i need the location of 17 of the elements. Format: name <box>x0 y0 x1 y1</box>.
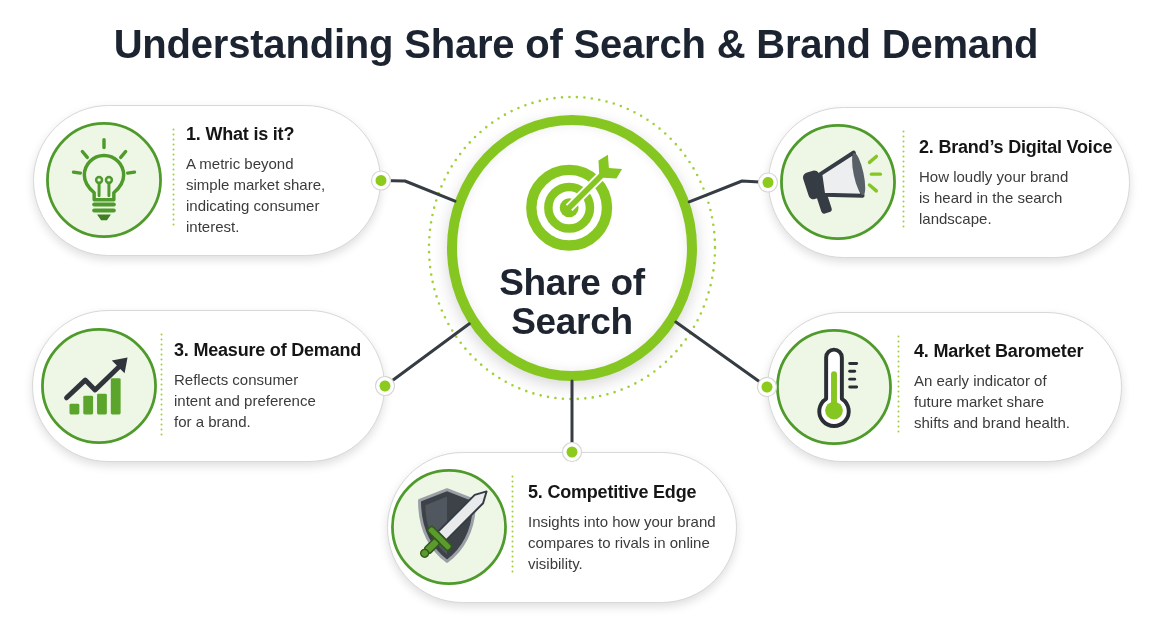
connector-line <box>374 322 471 397</box>
card-description: Insights into how your brand compares to rivals in online visibility. <box>528 511 717 574</box>
card-title: 5. Competitive Edge <box>528 480 697 503</box>
card-description: A metric beyond simple market share, indicating consumer interest. <box>186 154 327 237</box>
card-title: 4. Market Barometer <box>914 340 1084 362</box>
connector-line <box>561 379 583 463</box>
card-title: 3. Measure of Demand <box>174 339 362 361</box>
card-title: 2. Brand’s Digital Voice <box>919 135 1113 158</box>
hub-title: Share of Search <box>498 263 646 341</box>
connector-line <box>687 172 779 204</box>
page-title: Understanding Share of Search & Brand Demand <box>113 21 1039 68</box>
connector-line <box>370 170 457 203</box>
card-description: An early indicator of future market share shifts and brand health. <box>914 371 1071 433</box>
card-description: How loudly your brand is heard in the search landscape. <box>919 166 1070 229</box>
card-title: 1. What is it? <box>186 123 295 145</box>
connector-line <box>674 320 778 398</box>
card-description: Reflects consumer intent and preference for a brand. <box>174 370 317 432</box>
